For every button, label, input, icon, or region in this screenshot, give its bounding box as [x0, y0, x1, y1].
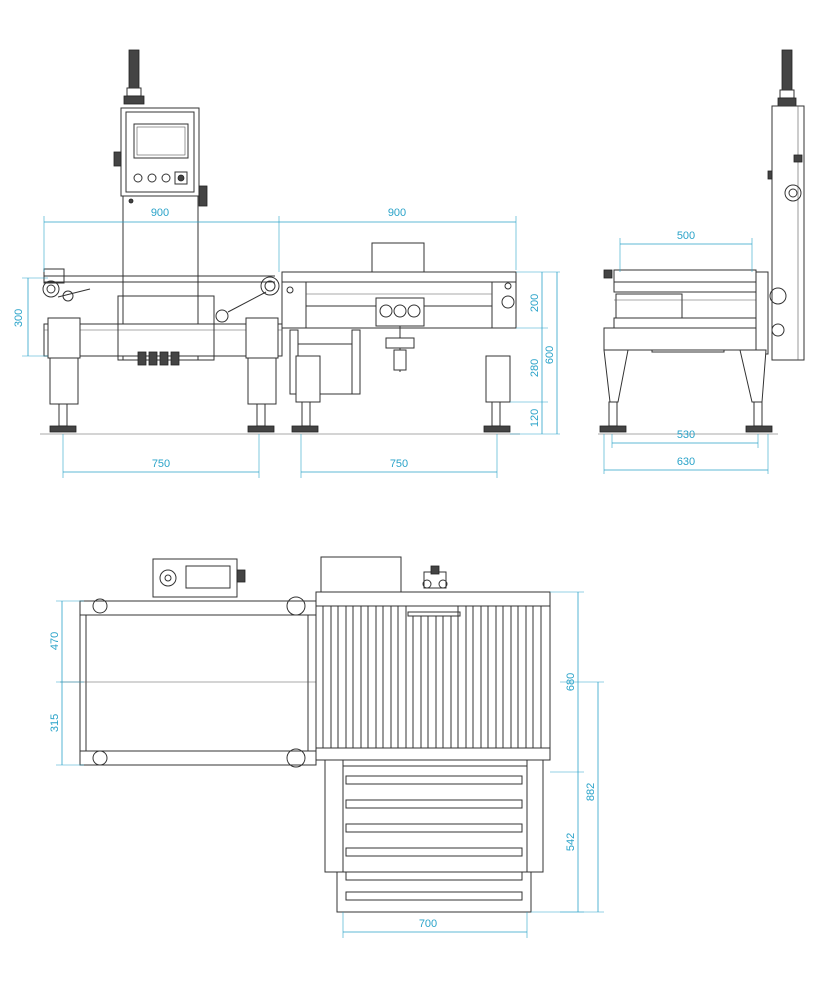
- control-cabinet: [113, 107, 208, 360]
- dim-front-left-leg-span: 750: [152, 458, 170, 470]
- dim-front-bottom-band: 120: [529, 409, 541, 427]
- top-view: 470 315 680 542 882 700: [49, 556, 604, 938]
- dim-side-leg-span: 530: [677, 429, 695, 441]
- dim-front-right-leg-span: 750: [390, 458, 408, 470]
- front-dimensions: 900 900 300 200 280 120 600: [13, 207, 560, 478]
- signal-tower: [123, 49, 145, 105]
- dim-front-left-width: 900: [151, 207, 169, 219]
- dim-front-right-width: 900: [388, 207, 406, 219]
- dim-top-lower-width: 315: [49, 714, 61, 732]
- dim-top-outfeed-length: 542: [565, 833, 577, 851]
- dim-top-upper-width: 470: [49, 632, 61, 650]
- roller-array: [322, 605, 542, 749]
- dim-top-total-depth: 882: [585, 783, 597, 801]
- checkweigher-conveyor: [281, 242, 517, 433]
- outfeed-rollers: [345, 775, 523, 901]
- dim-front-mid-band: 280: [529, 359, 541, 377]
- dim-side-total-width: 630: [677, 456, 695, 468]
- dim-side-belt-width: 500: [677, 230, 695, 242]
- infeed-conveyor: [42, 268, 283, 433]
- side-dimensions: 500 530 630: [603, 230, 769, 474]
- top-dimensions: 470 315 680 542 882 700: [49, 591, 604, 938]
- dim-front-left-height: 300: [13, 309, 25, 327]
- dim-front-total-height: 600: [544, 346, 556, 364]
- dim-top-outfeed-width: 700: [419, 918, 437, 930]
- front-view: 900 900 300 200 280 120 600: [13, 49, 560, 478]
- side-view: 500 530 630: [598, 49, 805, 474]
- dim-front-top-band: 200: [529, 294, 541, 312]
